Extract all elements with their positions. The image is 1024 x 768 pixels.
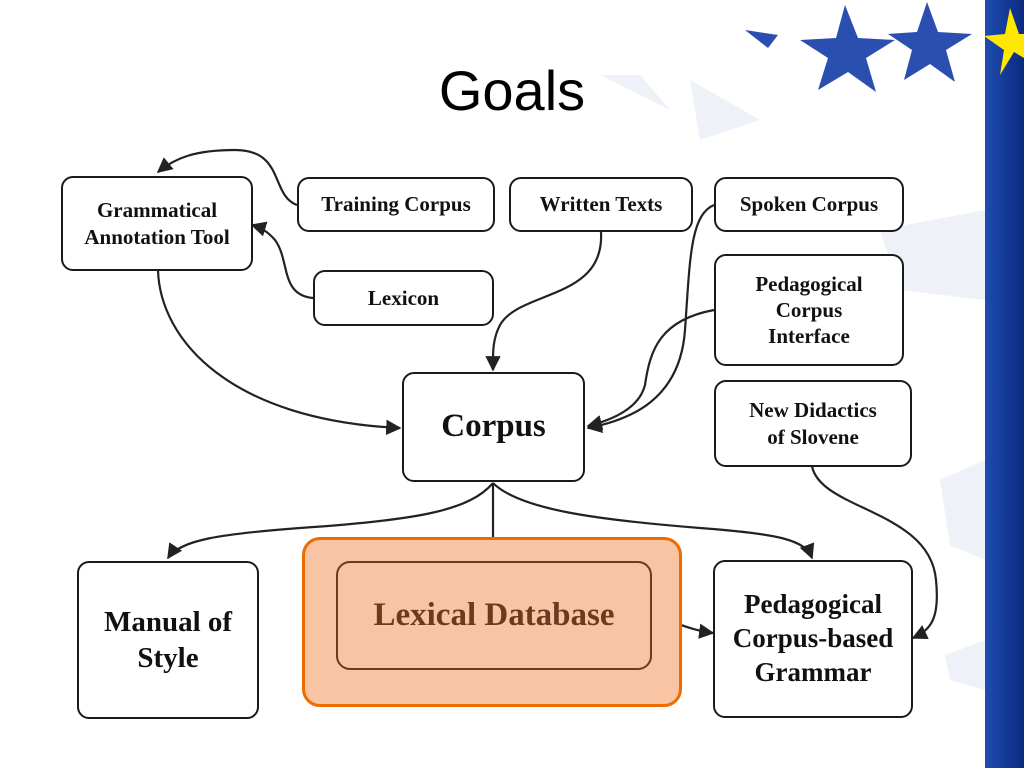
node-label: Written Texts [539, 192, 663, 217]
node-label: Lexical Database [373, 596, 615, 633]
node-label: Manual of Style [103, 605, 233, 674]
node-label: New Didactics of Slovene [749, 398, 877, 449]
node-manual-of-style: Manual of Style [77, 561, 259, 719]
slide-title: Goals [438, 59, 586, 122]
node-label: Grammatical Annotation Tool [84, 198, 230, 249]
node-label: Pedagogical Corpus Interface [755, 271, 863, 349]
node-label: Lexicon [367, 285, 440, 310]
node-corpus: Corpus [402, 372, 585, 482]
node-pedagogical-corpus-interface: Pedagogical Corpus Interface [714, 254, 904, 366]
node-training-corpus: Training Corpus [297, 177, 495, 232]
blue-star-icon [745, 2, 972, 92]
node-lexical-database: Lexical Database [336, 561, 652, 670]
node-label: Spoken Corpus [739, 192, 879, 217]
node-new-didactics-of-slovene: New Didactics of Slovene [714, 380, 912, 467]
node-written-texts: Written Texts [509, 177, 693, 232]
node-spoken-corpus: Spoken Corpus [714, 177, 904, 232]
node-label: Corpus [441, 408, 546, 445]
yellow-star-icon [984, 8, 1024, 75]
node-label: Training Corpus [321, 192, 471, 217]
node-lexicon: Lexicon [313, 270, 494, 326]
node-pedagogical-corpus-based-grammar: Pedagogical Corpus-based Grammar [713, 560, 913, 718]
eu-blue-stripe [985, 0, 1024, 768]
node-label: Pedagogical Corpus-based Grammar [732, 589, 894, 687]
node-grammatical-annotation-tool: Grammatical Annotation Tool [61, 176, 253, 271]
lexical-database-highlight [302, 537, 682, 707]
